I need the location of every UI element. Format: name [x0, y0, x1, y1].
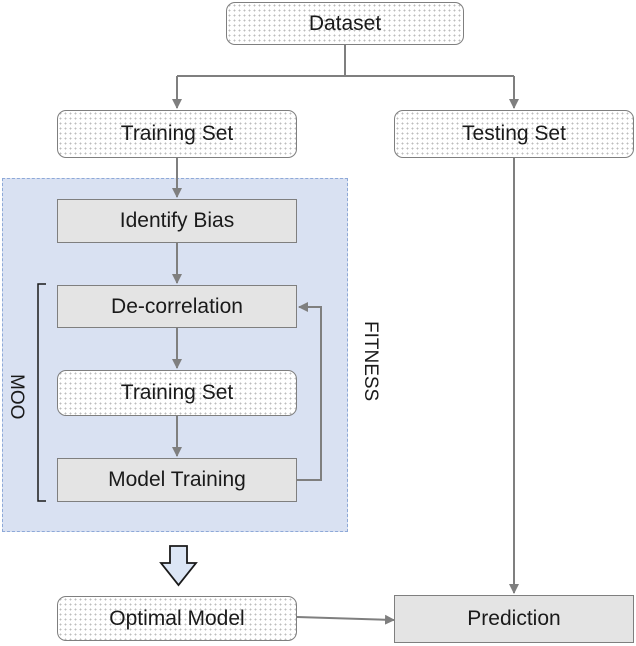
- dataset-label: Dataset: [308, 11, 382, 35]
- training-set-node: Training Set: [57, 110, 297, 158]
- inner-training-set-node: Training Set: [57, 370, 297, 416]
- testing-set-node: Testing Set: [394, 110, 634, 158]
- decorrelation-node: De-correlation: [57, 285, 297, 328]
- optimal-model-node: Optimal Model: [57, 596, 297, 641]
- dataset-node: Dataset: [226, 2, 464, 45]
- optimal-model-label: Optimal Model: [109, 606, 245, 630]
- decorrelation-label: De-correlation: [111, 294, 243, 318]
- block-down-arrow: [159, 545, 198, 587]
- inner-training-set-label: Training Set: [120, 381, 234, 404]
- training-set-label: Training Set: [120, 122, 234, 145]
- identify-bias-label: Identify Bias: [119, 209, 235, 232]
- identify-bias-node: Identify Bias: [57, 199, 297, 243]
- fitness-label: FITNESS: [360, 321, 381, 402]
- moo-bracket: [37, 283, 46, 502]
- prediction-label: Prediction: [467, 607, 561, 630]
- arrow-optimal-to-prediction: [296, 614, 395, 625]
- moo-label: MOO: [6, 374, 27, 420]
- prediction-node: Prediction: [394, 595, 634, 643]
- model-training-node: Model Training: [57, 458, 297, 502]
- fitness-feedback-loop: [297, 302, 322, 481]
- testing-set-label: Testing Set: [462, 122, 566, 145]
- model-training-label: Model Training: [108, 468, 246, 491]
